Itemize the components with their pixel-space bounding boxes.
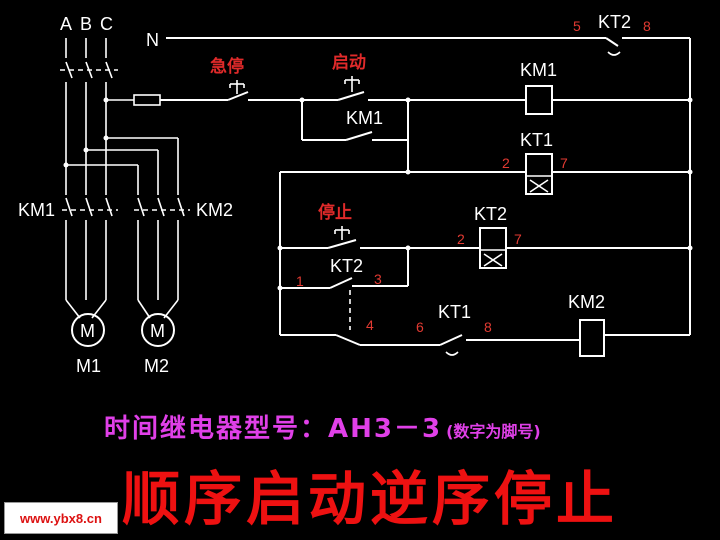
start-label: 启动	[332, 52, 366, 73]
motor-1-name: M1	[76, 356, 101, 376]
motor-2	[141, 313, 175, 347]
kt1-coil-pin-7: 7	[560, 155, 568, 171]
kt2-contact-label: KT2	[330, 256, 363, 276]
km1-aux-label: KM1	[346, 108, 383, 128]
footer-title: 顺序启动逆序停止	[121, 465, 618, 533]
kt1-coil-label: KT1	[520, 130, 553, 150]
kt2-contact-pin-1: 1	[296, 273, 304, 289]
watermark-link[interactable]: www.ybx8.cn	[4, 502, 118, 534]
kt1-contact-pin-8: 8	[484, 319, 492, 335]
phase-a-label: A	[60, 14, 72, 34]
km1-main-label: KM1	[18, 200, 55, 220]
kt1-coil-pin-2: 2	[502, 155, 510, 171]
power-circuit: A B C KM1	[18, 14, 233, 376]
phase-c-label: C	[100, 14, 113, 34]
estop-label: 急停	[210, 56, 244, 77]
relay-model-text: 时间继电器型号：AH3－3	[104, 414, 443, 444]
motor-2-symbol: M	[150, 321, 165, 341]
km2-coil	[579, 319, 605, 357]
relay-model-note: (数字为脚号)	[446, 422, 541, 441]
kt2-coil-pin-7: 7	[514, 231, 522, 247]
kt2-top-pin-8: 8	[643, 18, 651, 34]
motor-1	[71, 313, 105, 347]
kt2-contact-pin-4: 4	[366, 317, 374, 333]
kt1-contact-label: KT1	[438, 302, 471, 322]
km1-coil	[525, 85, 553, 115]
motor-1-symbol: M	[80, 321, 95, 341]
km1-coil-label: KM1	[520, 60, 557, 80]
km2-coil-label: KM2	[568, 292, 605, 312]
relay-model-caption: 时间继电器型号：AH3－3(数字为脚号)	[104, 408, 541, 445]
kt2-coil-label: KT2	[474, 204, 507, 224]
kt1-coil	[525, 153, 553, 195]
km2-main-label: KM2	[196, 200, 233, 220]
kt2-top-pin-5: 5	[573, 18, 581, 34]
phase-b-label: B	[80, 14, 92, 34]
motor-2-name: M2	[144, 356, 169, 376]
stop-label: 停止	[318, 202, 352, 223]
neutral-label: N	[146, 30, 159, 50]
control-circuit: N KT2 5 8 急停 启动 KM1	[133, 12, 693, 357]
kt2-coil	[479, 227, 507, 269]
fuse	[133, 94, 161, 106]
kt1-contact-pin-6: 6	[416, 319, 424, 335]
kt2-contact-pin-3: 3	[374, 271, 382, 287]
kt2-top-label: KT2	[598, 12, 631, 32]
kt2-coil-pin-2: 2	[457, 231, 465, 247]
